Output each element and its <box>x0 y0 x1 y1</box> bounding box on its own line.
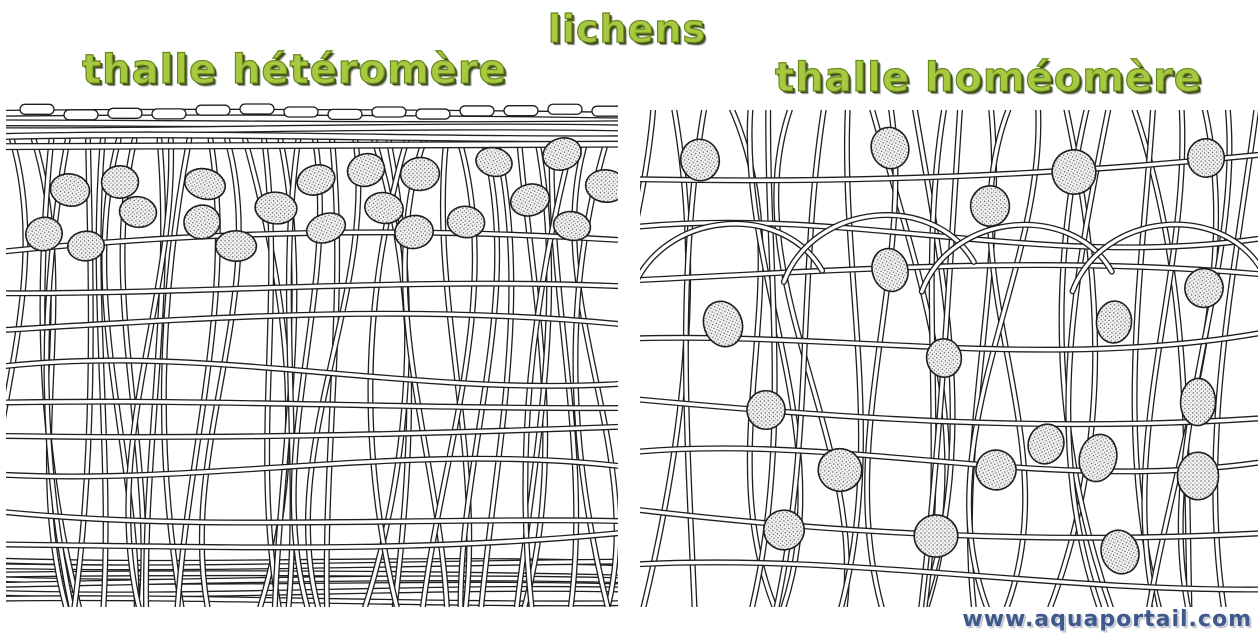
fungal-hypha <box>0 140 25 620</box>
fungal-hypha-inner <box>1215 100 1257 620</box>
cortex-cell <box>328 109 362 119</box>
cortex-cell <box>372 107 406 117</box>
cortex-cell <box>284 107 318 117</box>
cortex-cell <box>196 105 230 115</box>
cortex-cell <box>20 104 54 114</box>
cortex-cell <box>64 110 98 120</box>
algal-cell <box>343 149 389 192</box>
algal-cell <box>101 165 139 198</box>
algal-cell <box>181 164 228 203</box>
fungal-hypha <box>630 562 1258 589</box>
algal-cell <box>697 296 749 352</box>
algal-cell <box>1096 525 1145 578</box>
algal-cell <box>48 171 92 209</box>
fungal-hypha-inner <box>0 144 630 147</box>
cortex-cell <box>548 104 582 114</box>
website-watermark: www.aquaportail.com <box>962 607 1252 632</box>
algal-cell <box>1186 137 1226 178</box>
cortex-cell <box>240 104 274 114</box>
algal-cell <box>1095 299 1134 344</box>
algal-cell <box>215 230 257 261</box>
cortex-cell <box>504 106 538 116</box>
cortex-cell <box>108 108 142 118</box>
fungal-hypha-inner <box>0 360 630 385</box>
algal-cell <box>1074 430 1121 485</box>
algal-cell <box>971 445 1022 496</box>
cortex-cell <box>416 109 450 119</box>
algal-cell <box>473 144 515 180</box>
algal-cell <box>914 515 958 558</box>
algal-cell <box>302 208 349 248</box>
algal-cell <box>1180 378 1216 426</box>
cortex-cell <box>460 106 494 116</box>
fungal-hypha-inner <box>630 154 1258 181</box>
homeomerous-thallus-diagram <box>596 100 1258 620</box>
algal-cell <box>400 156 441 191</box>
algal-cell <box>867 244 913 295</box>
heteromerous-thallus-diagram <box>0 104 630 620</box>
panel-divider <box>619 90 639 620</box>
algal-cell <box>969 184 1011 228</box>
cortex-cell <box>152 109 186 119</box>
algal-cell <box>866 123 914 174</box>
algal-cell <box>1177 452 1218 500</box>
